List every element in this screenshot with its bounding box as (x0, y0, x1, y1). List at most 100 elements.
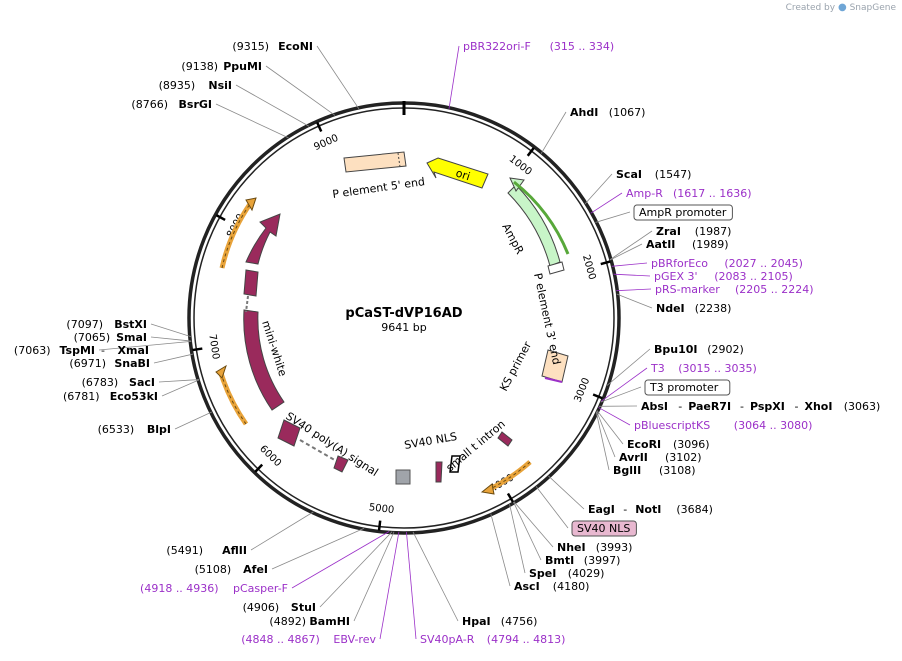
primer-range: (2027 .. 2045) (724, 257, 803, 270)
separator: - (101, 344, 105, 357)
leader-line (600, 386, 642, 403)
leader-line (448, 45, 460, 109)
site-name: PaeR7I (688, 400, 731, 413)
map-label-avrii: AvrII(3102) (619, 451, 702, 464)
primer-name: SV40pA-R (420, 633, 475, 646)
site-name: NdeI (656, 302, 685, 315)
feature-label: SV40 NLS (403, 430, 458, 452)
map-label-amp-r: Amp-R(1617 .. 1636) (626, 187, 752, 200)
leader-line (595, 411, 610, 471)
site-position: (2238) (695, 302, 732, 315)
map-label-nhei: NheI (3993) (557, 541, 632, 554)
tick-mark (600, 260, 611, 266)
map-label-pbrforeco: pBRforEco (2027 .. 2045) (651, 257, 803, 270)
feature-label: AmpR (499, 221, 526, 256)
primer-range: (3064 .. 3080) (734, 419, 813, 432)
site-position: (6533) (98, 423, 135, 436)
site-name: XhoI (805, 400, 833, 413)
feature-box-label: T3 promoter (649, 381, 719, 394)
site-name: BglII (613, 464, 641, 477)
primer-name: pCasper-F (233, 582, 288, 595)
site-name: BmtI (545, 554, 574, 567)
site-name: NheI (557, 541, 586, 554)
tick-label: 1000 (507, 154, 534, 178)
site-name: AflII (222, 544, 247, 557)
map-label-asci: AscI(4180) (514, 580, 589, 593)
site-position: (7097) (66, 318, 103, 331)
map-label-pgex-3-: pGEX 3'(2083 .. 2105) (654, 270, 793, 283)
site-position: (9315) (232, 40, 269, 53)
map-label-nsii: NsiI (8935) (159, 79, 232, 92)
tick-label: 7000 (206, 333, 221, 360)
small-t-intron-feature: small t intron (444, 417, 513, 474)
leader-line (609, 243, 643, 261)
site-name: AscI (514, 580, 540, 593)
map-label-ecori: EcoRI(3096) (627, 438, 710, 451)
leader-line (412, 531, 459, 622)
map-label-pbr322ori-f: pBR322ori-F(315 .. 334) (463, 40, 614, 53)
site-name: TspMI (59, 344, 95, 357)
map-label-ppumi: PpuMI(9138) (181, 60, 262, 73)
leader-line (319, 531, 393, 608)
map-label-aflii: AflII(5491) (166, 544, 247, 557)
site-name: StuI (291, 601, 316, 614)
primer-range: (4794 .. 4813) (487, 633, 566, 646)
primer-name: T3 (650, 362, 665, 375)
snapgene-watermark: Created by ● SnapGene (786, 2, 896, 13)
feature-box (644, 379, 731, 396)
site-position: (3993) (596, 541, 633, 554)
site-position: (1067) (609, 106, 646, 119)
ampr-feature: AmpR (499, 177, 570, 275)
sv40-nls-feature: SV40 NLS (403, 430, 458, 483)
primer-name: pBRforEco (651, 257, 708, 270)
primer-range: (4918 .. 4936) (140, 582, 219, 595)
site-position: (8935) (159, 79, 196, 92)
leader-line (250, 511, 314, 551)
map-label-bsrgi: BsrGI(8766) (131, 98, 212, 111)
site-name: AatII (646, 238, 675, 251)
site-name: SpeI (529, 567, 556, 580)
map-label-t3-promoter: T3 promoter (644, 379, 731, 396)
site-name: ZraI (656, 225, 681, 238)
leader-line (540, 111, 567, 154)
feature-label: KS primer (497, 339, 534, 393)
leader-line (353, 531, 395, 622)
site-position: (1547) (655, 168, 692, 181)
site-name: EagI (588, 503, 615, 516)
map-label-zrai: ZraI(1987) (656, 225, 731, 238)
site-name: SacI (129, 376, 155, 389)
feature-label: ori (454, 166, 472, 183)
map-label-ebv-rev: EBV-rev(4848 .. 4867) (241, 633, 376, 646)
site-name: BstXI (114, 318, 147, 331)
site-position: (9138) (181, 60, 218, 73)
site-position: (4029) (568, 567, 605, 580)
site-name: AvrII (619, 451, 648, 464)
leader-line (600, 367, 648, 402)
leader-line (316, 45, 360, 110)
site-name: BlpI (147, 423, 171, 436)
site-name: NsiI (208, 79, 232, 92)
site-name: Bpu10I (654, 343, 698, 356)
leader-line (490, 513, 511, 587)
mini-white-feature: mini-white (243, 213, 289, 411)
feature-box-label: AmpR promoter (639, 206, 727, 219)
site-name: PspXI (750, 400, 785, 413)
primer-range: (3015 .. 3035) (678, 362, 757, 375)
separator: - (740, 400, 744, 413)
primer-name: Amp-R (626, 187, 663, 200)
site-position: (3684) (676, 503, 713, 516)
site-position: (4756) (501, 615, 538, 628)
map-label-sv40pa-r: SV40pA-R (4794 .. 4813) (420, 633, 565, 646)
site-name: EcoRI (627, 438, 661, 451)
tick-mark (316, 121, 323, 133)
tick-label: 2000 (580, 254, 597, 281)
leader-line (598, 407, 631, 426)
tick-label: 5000 (368, 502, 395, 516)
leader-line (513, 501, 554, 548)
leader-line (265, 65, 336, 116)
leader-line (596, 410, 624, 445)
map-label-spei: SpeI (4029) (529, 567, 604, 580)
primer-range: (2205 .. 2224) (735, 283, 814, 296)
map-label-ndei: NdeI (2238) (656, 302, 731, 315)
